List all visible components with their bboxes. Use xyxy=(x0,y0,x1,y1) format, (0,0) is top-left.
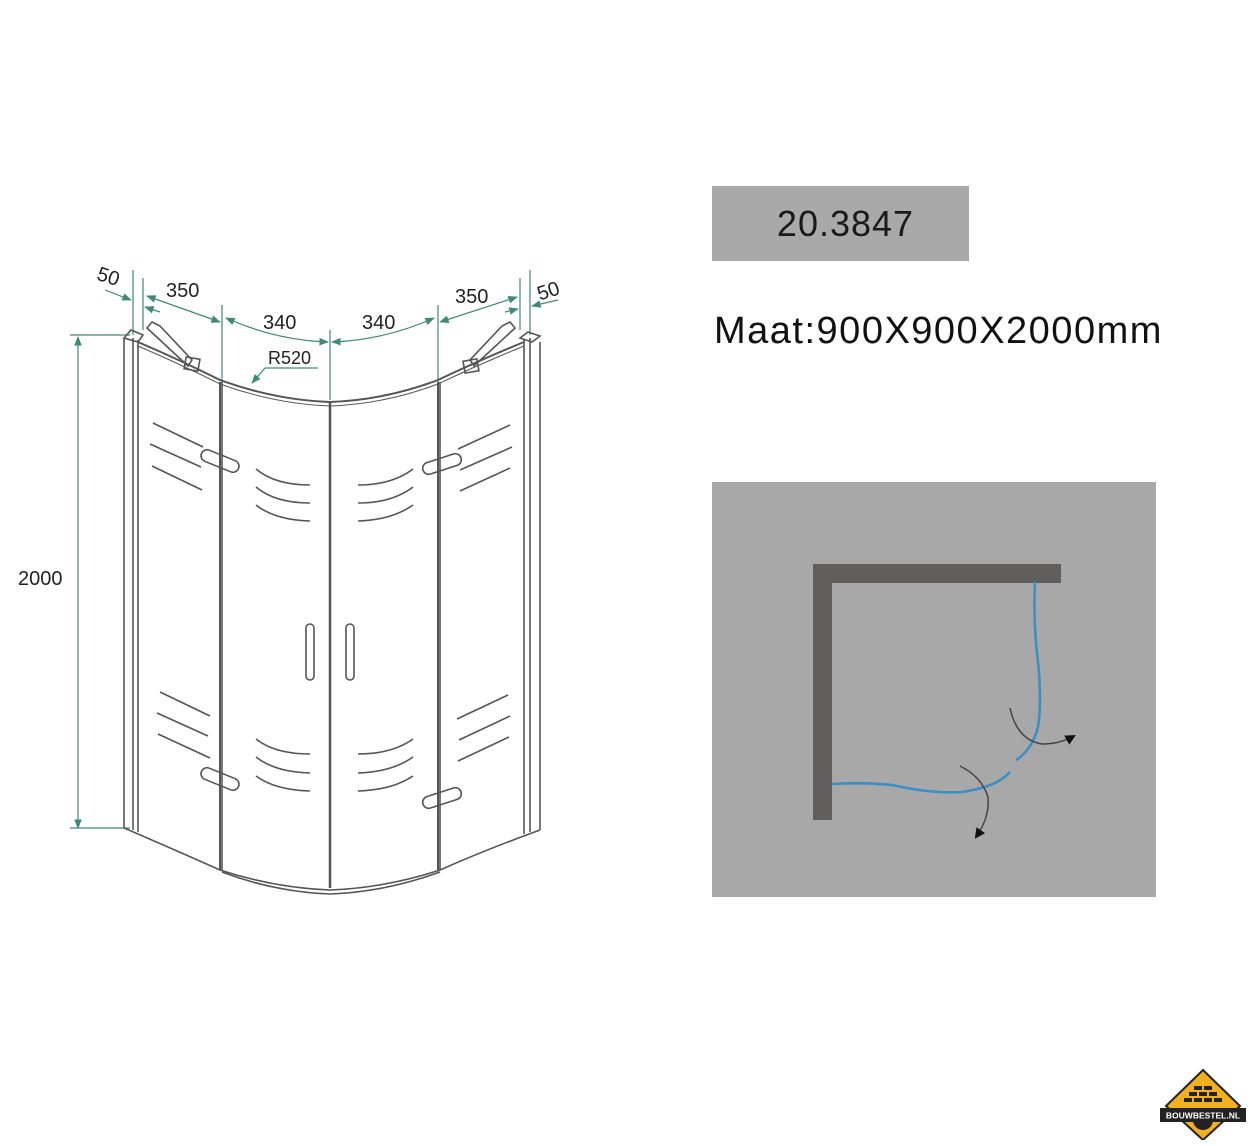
shower-cabin xyxy=(122,321,542,895)
plan-view-drawing xyxy=(813,564,1076,839)
dim-left-post: 50 xyxy=(94,263,122,291)
dimension-lines xyxy=(74,289,559,829)
size-separator: : xyxy=(804,310,817,352)
dim-right-door: 340 xyxy=(362,312,395,334)
dim-left-fixed-panel: 350 xyxy=(166,280,199,302)
glass-enclosure-icon xyxy=(831,581,1042,794)
dim-right-post: 50 xyxy=(535,278,563,306)
size-label: Maat xyxy=(714,310,805,352)
product-code-box: 20.3847 xyxy=(712,186,969,261)
bouwbestel-logo: BOUWBESTEL.NL xyxy=(1158,1068,1248,1142)
dim-radius: R520 xyxy=(268,348,311,368)
wall-icon xyxy=(813,564,1061,820)
dim-right-fixed-panel: 350 xyxy=(455,286,488,308)
door-swing-arrows-icon xyxy=(959,707,1076,839)
product-size: Maat:900X900X2000mm xyxy=(714,310,1163,353)
dim-height: 2000 xyxy=(18,568,63,590)
product-code: 20.3847 xyxy=(776,202,915,244)
size-value: 900X900X2000mm xyxy=(816,310,1163,352)
logo-text: BOUWBESTEL.NL xyxy=(1166,1111,1240,1121)
plan-view xyxy=(712,482,1156,897)
extension-lines xyxy=(70,270,531,829)
dim-left-door: 340 xyxy=(263,312,296,334)
